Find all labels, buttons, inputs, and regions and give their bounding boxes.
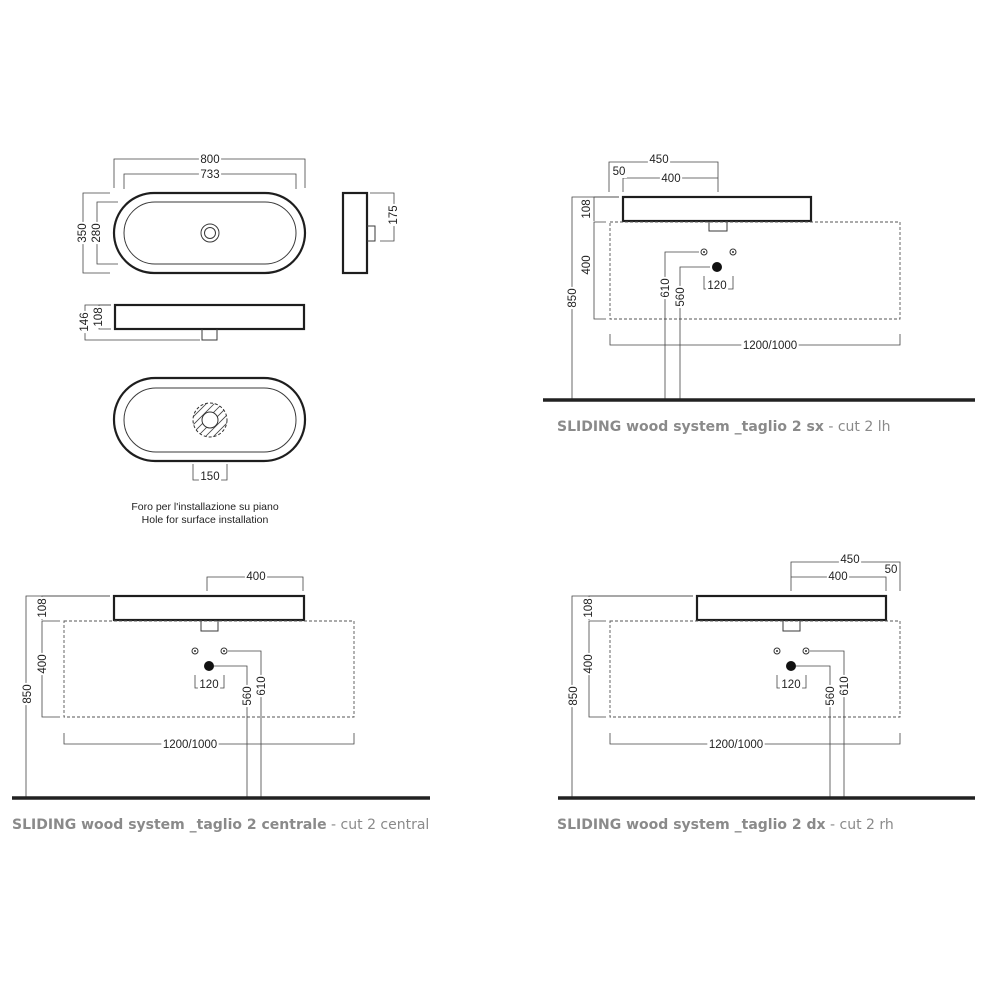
rh-dim-line-610 xyxy=(810,650,845,798)
central-dim-560: 560 xyxy=(242,686,254,705)
basin-outline xyxy=(112,191,307,275)
central-dim-850: 850 xyxy=(22,684,34,703)
rh-dim-120: 120 xyxy=(781,679,800,691)
central-dim-400v: 400 xyxy=(37,654,49,673)
rh-dim-line-560 xyxy=(796,665,831,798)
lh-dim-line-850 xyxy=(571,196,619,400)
lh-basin xyxy=(621,195,813,223)
rh-caption: SLIDING wood system _taglio 2 dx - cut 2… xyxy=(557,817,894,833)
lh-dim-850: 850 xyxy=(567,288,579,307)
rh-dim-400: 400 xyxy=(828,571,847,583)
rh-dim-50: 50 xyxy=(885,564,898,576)
central-drain xyxy=(200,620,219,632)
lh-cabinet xyxy=(609,221,901,320)
dim-175: 175 xyxy=(388,205,400,224)
central-waste-outlet xyxy=(204,661,214,671)
rh-basin xyxy=(695,594,888,622)
hole-note-en: Hole for surface installation xyxy=(142,514,269,526)
rh-dim-line-108 xyxy=(588,595,693,620)
central-dim-400: 400 xyxy=(246,571,265,583)
dim-800: 800 xyxy=(200,154,219,166)
central-cabinet xyxy=(63,620,355,718)
rh-dim-610: 610 xyxy=(839,676,851,695)
basin-front-view: 146 108 xyxy=(79,303,306,341)
lh-dim-450: 450 xyxy=(649,154,668,166)
rh-valve-right xyxy=(802,647,810,655)
lh-dim-610: 610 xyxy=(660,278,672,297)
cut-rh-diagram: 450 400 50 108 400 850 120 560 610 1200/… xyxy=(557,554,975,833)
rh-dim-line-850 xyxy=(571,595,693,798)
central-dim-108: 108 xyxy=(37,598,49,617)
front-outline xyxy=(113,303,306,331)
rh-dim-108: 108 xyxy=(583,598,595,617)
rh-dim-450: 450 xyxy=(840,554,859,566)
lh-dim-line-108 xyxy=(593,196,619,221)
dim-108: 108 xyxy=(93,307,105,326)
hole-basin-outline xyxy=(112,376,307,463)
rh-valve-left xyxy=(773,647,781,655)
drain-inner xyxy=(204,227,216,239)
hole-basin-inner xyxy=(123,387,297,453)
dim-350: 350 xyxy=(77,223,89,242)
central-dim-610: 610 xyxy=(256,676,268,695)
rh-dim-560: 560 xyxy=(825,686,837,705)
lh-dim-width: 1200/1000 xyxy=(743,340,797,352)
lh-drain xyxy=(708,221,728,232)
central-valve-left xyxy=(191,647,199,655)
rh-drain xyxy=(782,620,801,632)
dim-733: 733 xyxy=(200,169,219,181)
central-basin xyxy=(112,594,306,622)
basin-top-view: 800 733 350 280 xyxy=(77,154,307,275)
lh-dim-line-400v xyxy=(593,221,606,320)
central-caption: SLIDING wood system _taglio 2 centrale -… xyxy=(12,817,429,833)
lh-waste-outlet xyxy=(712,262,722,272)
lh-dim-line-610 xyxy=(664,251,699,400)
hole-view: 150 Foro per l'installazione su piano Ho… xyxy=(112,376,307,526)
rh-cabinet xyxy=(609,620,901,718)
hole-drain xyxy=(201,411,219,429)
lh-dim-400: 400 xyxy=(661,173,680,185)
lh-caption: SLIDING wood system _taglio 2 sx - cut 2… xyxy=(557,419,890,435)
lh-valve-right xyxy=(729,248,737,256)
central-dim-line-560 xyxy=(214,665,248,798)
central-dim-width: 1200/1000 xyxy=(163,739,217,751)
lh-valve-left xyxy=(700,248,708,256)
central-dim-line-850 xyxy=(25,595,110,798)
lh-dim-line-560 xyxy=(679,266,710,400)
hole-note-it: Foro per l'installazione su piano xyxy=(131,501,278,513)
drain-outer xyxy=(200,223,220,243)
side-drain xyxy=(367,225,376,242)
rh-dim-400v: 400 xyxy=(583,654,595,673)
front-drain xyxy=(201,329,218,341)
hole-outline xyxy=(192,402,228,438)
dim-150: 150 xyxy=(200,471,219,483)
rh-dim-line-400 xyxy=(791,576,887,591)
central-dim-line-108 xyxy=(41,595,110,620)
rh-dim-width: 1200/1000 xyxy=(709,739,763,751)
cut-central-diagram: 400 108 400 850 120 560 610 1200/1000 SL… xyxy=(12,571,430,833)
central-dim-line-610 xyxy=(228,650,262,798)
dim-146: 146 xyxy=(79,312,91,331)
dim-280: 280 xyxy=(91,223,103,242)
rh-waste-outlet xyxy=(786,661,796,671)
basin-inner-outline xyxy=(123,201,297,265)
lh-dim-108: 108 xyxy=(581,199,593,218)
lh-dim-560: 560 xyxy=(675,287,687,306)
side-outline xyxy=(341,191,369,275)
cut-lh-diagram: 450 50 400 108 400 850 120 610 560 1200/… xyxy=(543,154,975,435)
central-valve-right xyxy=(220,647,228,655)
lh-dim-50: 50 xyxy=(613,166,626,178)
central-dim-120: 120 xyxy=(199,679,218,691)
basin-side-view: 175 xyxy=(341,191,400,275)
rh-dim-850: 850 xyxy=(568,686,580,705)
lh-dim-400v: 400 xyxy=(581,255,593,274)
lh-dim-120: 120 xyxy=(707,280,726,292)
